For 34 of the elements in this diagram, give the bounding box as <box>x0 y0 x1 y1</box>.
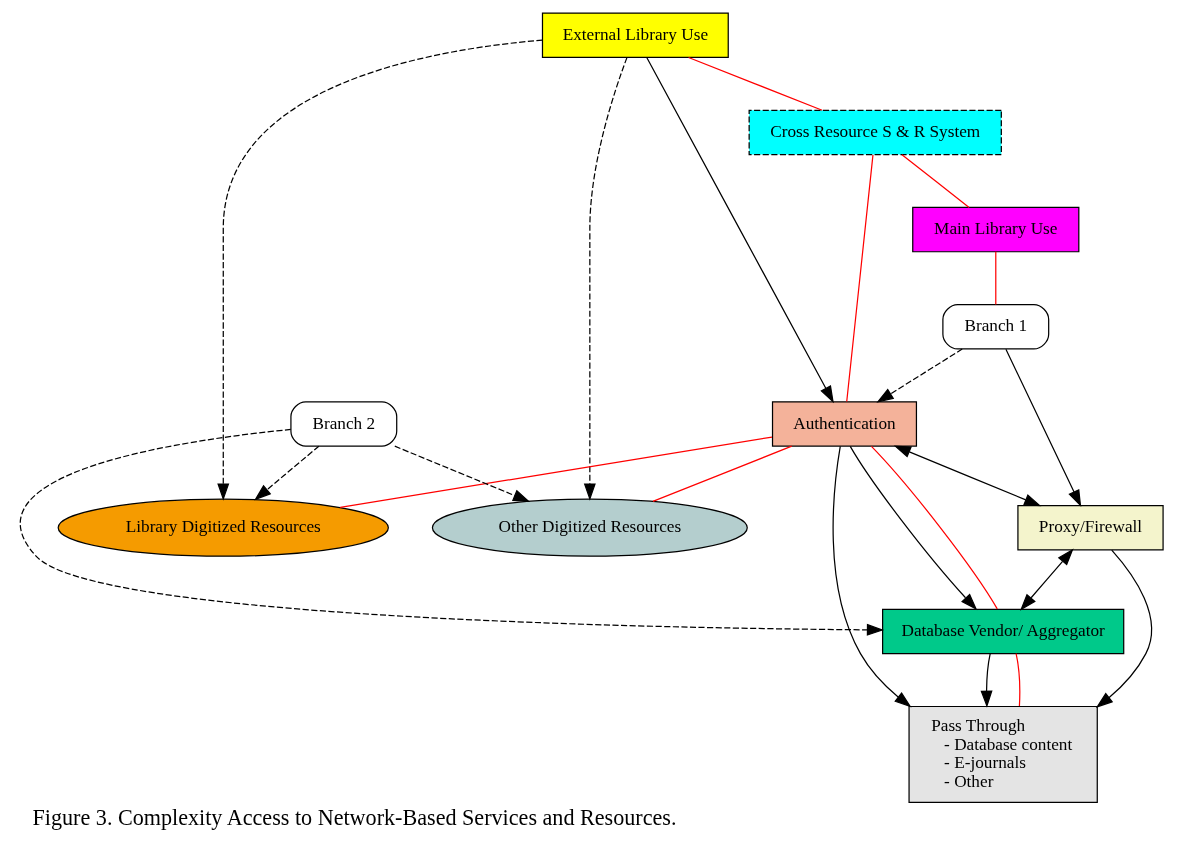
arrow <box>893 445 1042 507</box>
arrow <box>1095 549 1153 708</box>
arrow <box>832 445 912 708</box>
arrow <box>583 56 628 501</box>
node-box: Authentication <box>771 401 918 447</box>
connector <box>339 436 773 509</box>
node-ellipse: Other Digitized Resources <box>431 498 748 557</box>
node-box: Database Vendor/ Aggregator <box>882 608 1125 655</box>
node-box: External Library Use <box>541 12 729 58</box>
arrow <box>876 348 963 403</box>
connector <box>846 154 874 403</box>
arrow <box>1005 348 1082 508</box>
arrow <box>849 445 978 611</box>
node-box: Cross Resource S & R System <box>748 109 1002 156</box>
connector <box>1015 653 1021 707</box>
node-box: Branch 1 <box>942 304 1050 350</box>
connector <box>687 56 823 111</box>
arrow <box>254 445 320 501</box>
node-box: Proxy/Firewall <box>1017 504 1164 551</box>
caption: Figure 3. Complexity Access to Network-Based Services and Resources. <box>32 805 677 831</box>
node-box: Main Library Use <box>912 206 1080 253</box>
arrow <box>394 445 531 502</box>
arrow <box>980 653 993 708</box>
connector <box>870 445 998 610</box>
arrow <box>217 39 543 501</box>
node-box: Branch 2 <box>290 401 398 447</box>
arrow <box>20 428 885 636</box>
arrow <box>646 57 834 404</box>
arrow <box>1020 548 1074 611</box>
node-ellipse: Library Digitized Resources <box>57 498 389 557</box>
connector <box>995 251 997 306</box>
connector <box>901 154 970 209</box>
node-box: Pass Through - Database content - E-journals - Other <box>908 705 1098 804</box>
connector <box>652 445 793 503</box>
